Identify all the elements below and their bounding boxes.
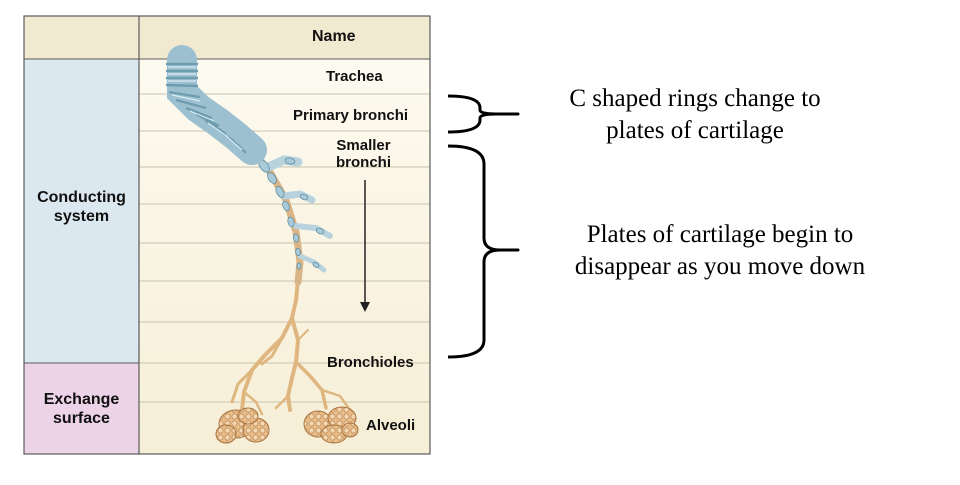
curly-brace-lower (447, 144, 520, 359)
bronchiole-branches (230, 278, 352, 416)
row-dividers (139, 93, 430, 403)
annotation-c-shaped-rings: C shaped rings change to plates of carti… (569, 85, 821, 144)
row-label-alveoli: Alveoli (366, 417, 416, 434)
table-body (139, 59, 430, 454)
trachea-and-primary-bronchus (165, 45, 267, 165)
row-label-primary-bronchi: Primary bronchi (293, 107, 409, 124)
row-label-trachea: Trachea (326, 68, 383, 85)
exchange-surface-band (24, 363, 139, 454)
alveoli-clusters (215, 406, 359, 444)
curly-brace-upper (447, 94, 520, 134)
table-header-band (24, 16, 430, 59)
down-arrow-icon (360, 180, 370, 312)
name-column-header: Name (312, 28, 356, 45)
smaller-bronchi (246, 144, 333, 286)
row-label-smaller-bronchi: Smaller bronchi (336, 137, 391, 171)
row-label-bronchioles: Bronchioles (327, 354, 414, 371)
category-label-exchange: Exchange surface (43, 391, 120, 427)
category-label-conducting: Conducting system (37, 189, 126, 225)
conducting-system-band (24, 59, 139, 363)
annotation-plates-disappear: Plates of cartilage begin to disappear a… (574, 221, 866, 280)
table-frame (23, 15, 431, 455)
